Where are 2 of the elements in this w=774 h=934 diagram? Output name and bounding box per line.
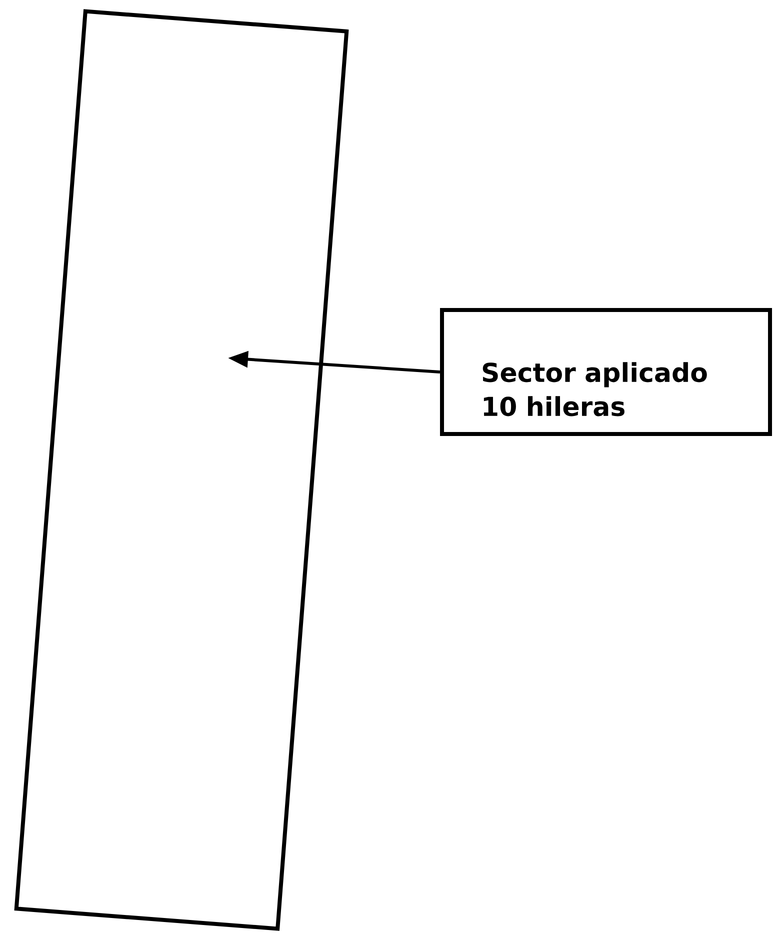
label-box: Sector aplicado 10 hileras — [440, 308, 772, 436]
rectangle-outline — [14, 9, 349, 931]
